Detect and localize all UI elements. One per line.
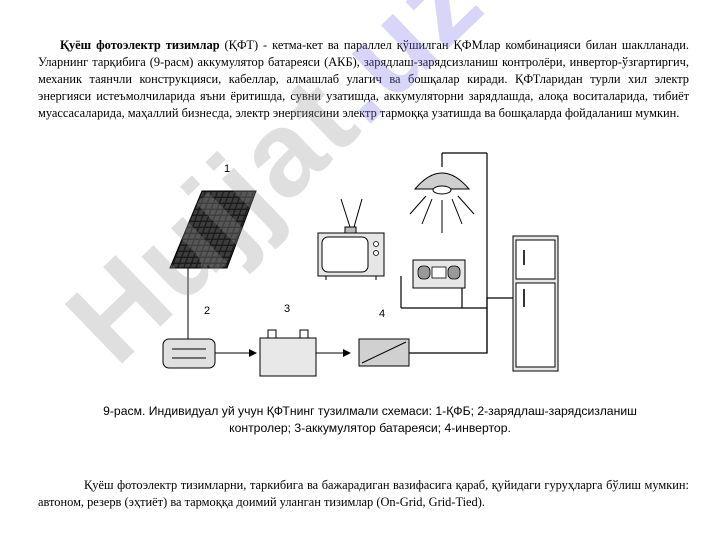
label-controller: 2 [204,305,210,317]
tv-icon [317,198,385,280]
lamp-icon [409,172,475,233]
battery [259,329,317,377]
distribution-wires [400,152,525,354]
label-panel: 1 [224,163,230,175]
inverter [358,338,410,367]
intro-term: Қуёш фотоэлектр тизимлар [60,38,220,52]
intro-text: (ҚФТ) - кетма-кет ва параллел қўшилган Қ… [38,38,689,120]
system-diagram: 1 2 3 4 [162,152,559,377]
charge-controller [162,338,216,369]
refrigerator-icon [512,235,559,372]
label-inverter: 4 [379,308,385,320]
figure-caption: 9-расм. Индивидуал уй учун ҚФТнинг тузил… [103,404,637,435]
radio-icon [412,259,466,289]
label-battery: 3 [284,303,290,315]
classification-paragraph: Қуёш фотоэлектр тизимларни, таркибига ва… [38,478,689,509]
intro-paragraph: Қуёш фотоэлектр тизимлар (ҚФТ) - кетма-к… [38,37,689,122]
solar-panel [169,190,257,269]
